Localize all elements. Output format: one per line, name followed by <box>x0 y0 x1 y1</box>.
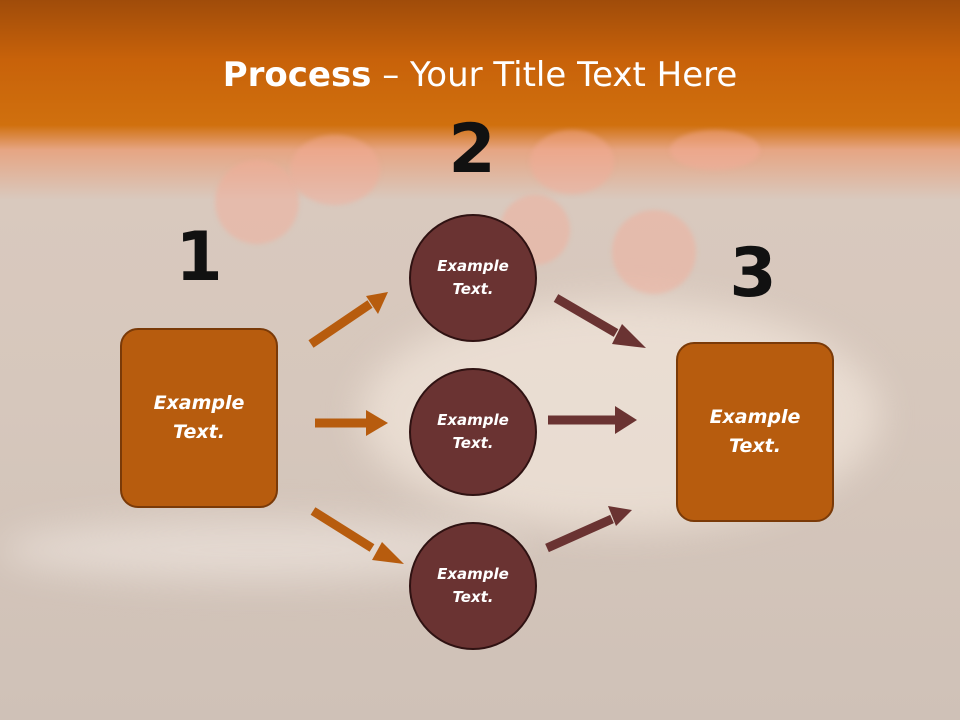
left-box-text: Example Text. <box>153 392 245 443</box>
circle-top-text: Example Text. <box>437 257 509 298</box>
arrow-from-middle-circle <box>548 406 637 434</box>
slide-title: Process – Your Title Text Here <box>0 52 960 98</box>
bokeh-light <box>530 130 614 194</box>
bokeh-light <box>290 135 380 205</box>
right-box-text: Example Text. <box>709 406 801 457</box>
title-rest: – Your Title Text Here <box>371 55 738 95</box>
arrow-to-bottom-circle <box>310 507 404 564</box>
title-bold: Process <box>222 55 372 95</box>
process-circle-middle[interactable]: Example Text. <box>409 368 537 496</box>
arrow-from-top-circle <box>553 294 646 348</box>
process-circle-top[interactable]: Example Text. <box>409 214 537 342</box>
step-number-1: 1 <box>175 218 223 297</box>
bokeh-light <box>612 210 696 294</box>
right-process-box[interactable]: Example Text. <box>676 342 834 522</box>
step-number-3: 3 <box>729 234 777 313</box>
left-process-box[interactable]: Example Text. <box>120 328 278 508</box>
circle-middle-text: Example Text. <box>437 411 509 452</box>
step-number-2: 2 <box>448 110 496 189</box>
circle-bottom-text: Example Text. <box>437 565 509 606</box>
process-circle-bottom[interactable]: Example Text. <box>409 522 537 650</box>
arrow-to-middle-circle <box>315 410 388 436</box>
arrow-from-bottom-circle <box>545 506 632 553</box>
arrow-to-top-circle <box>308 292 388 348</box>
bokeh-light <box>670 130 760 170</box>
bokeh-light <box>215 160 299 244</box>
